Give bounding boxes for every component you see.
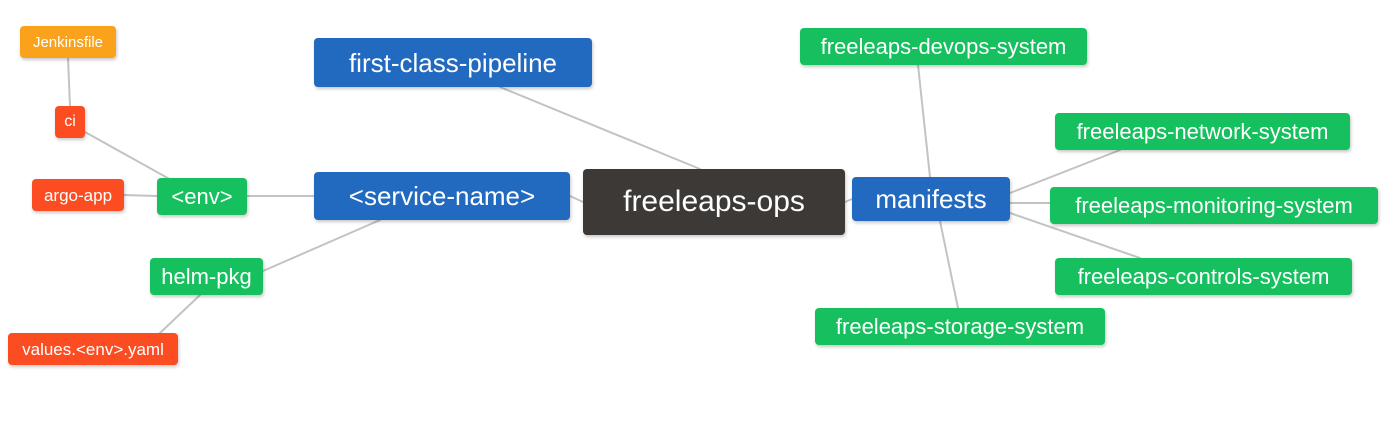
node-argo-app[interactable]: argo-app bbox=[32, 179, 124, 211]
node-values-env-yaml[interactable]: values.<env>.yaml bbox=[8, 333, 178, 365]
node-freeleaps-controls-system[interactable]: freeleaps-controls-system bbox=[1055, 258, 1352, 295]
node-first-class-pipeline[interactable]: first-class-pipeline bbox=[314, 38, 592, 87]
node-manifests[interactable]: manifests bbox=[852, 177, 1010, 221]
edge-service-name-to-helm-pkg bbox=[262, 219, 381, 272]
edge-freeleaps-ops-to-first-class-pipeline bbox=[499, 86, 701, 170]
node-label-first-class-pipeline: first-class-pipeline bbox=[348, 47, 558, 78]
edge-manifests-to-freeleaps-devops-system bbox=[917, 64, 931, 178]
node-freeleaps-storage-system[interactable]: freeleaps-storage-system bbox=[815, 308, 1105, 345]
node-label-argo-app: argo-app bbox=[43, 185, 113, 205]
node-env[interactable]: <env> bbox=[157, 178, 247, 215]
node-ci[interactable]: ci bbox=[55, 106, 85, 138]
node-label-helm-pkg: helm-pkg bbox=[161, 263, 252, 289]
node-label-freeleaps-controls-system: freeleaps-controls-system bbox=[1077, 263, 1330, 289]
edge-env-to-argo-app bbox=[123, 194, 158, 197]
node-label-ci: ci bbox=[64, 113, 76, 130]
node-label-env: <env> bbox=[171, 183, 233, 209]
node-freeleaps-ops[interactable]: freeleaps-ops bbox=[583, 169, 845, 235]
node-label-values-env-yaml: values.<env>.yaml bbox=[22, 339, 164, 359]
node-freeleaps-network-system[interactable]: freeleaps-network-system bbox=[1055, 113, 1350, 150]
node-label-freeleaps-devops-system: freeleaps-devops-system bbox=[820, 33, 1067, 59]
node-label-freeleaps-network-system: freeleaps-network-system bbox=[1076, 118, 1329, 144]
node-label-freeleaps-monitoring-system: freeleaps-monitoring-system bbox=[1075, 192, 1353, 218]
node-jenkinsfile[interactable]: Jenkinsfile bbox=[20, 26, 116, 58]
node-helm-pkg[interactable]: helm-pkg bbox=[150, 258, 263, 295]
node-label-freeleaps-storage-system: freeleaps-storage-system bbox=[835, 313, 1085, 339]
edge-ci-to-jenkinsfile bbox=[67, 57, 71, 107]
node-label-manifests: manifests bbox=[875, 184, 987, 214]
edge-manifests-to-freeleaps-storage-system bbox=[939, 220, 959, 309]
node-label-jenkinsfile: Jenkinsfile bbox=[32, 33, 104, 51]
node-service-name[interactable]: <service-name> bbox=[314, 172, 570, 220]
edge-freeleaps-ops-to-service-name bbox=[569, 195, 584, 203]
node-freeleaps-monitoring-system[interactable]: freeleaps-monitoring-system bbox=[1050, 187, 1378, 224]
edge-helm-pkg-to-values-env-yaml bbox=[159, 294, 201, 334]
node-label-service-name: <service-name> bbox=[348, 181, 536, 211]
node-label-freeleaps-ops: freeleaps-ops bbox=[623, 185, 805, 218]
edge-freeleaps-ops-to-manifests bbox=[844, 198, 853, 203]
node-freeleaps-devops-system[interactable]: freeleaps-devops-system bbox=[800, 28, 1087, 65]
